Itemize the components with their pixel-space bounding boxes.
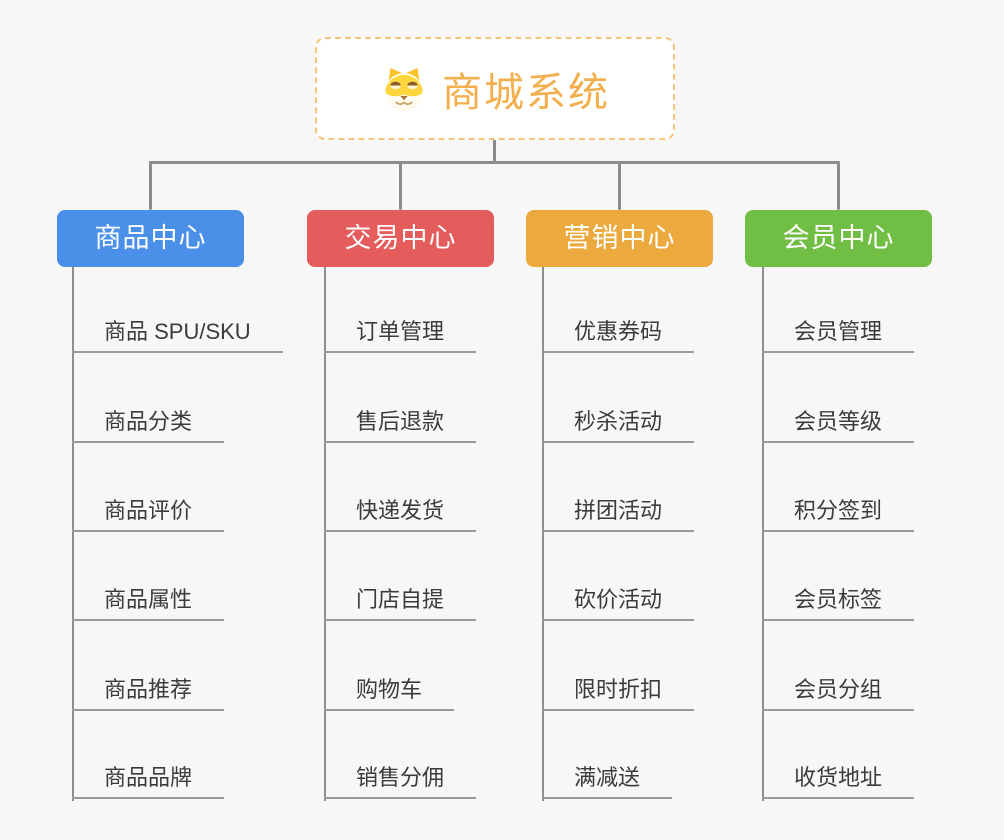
root-node[interactable]: 商城系统: [315, 37, 675, 140]
leaf-node-group-buy[interactable]: 拼团活动: [542, 497, 695, 532]
dog-face-icon: [380, 65, 428, 113]
leaf-node-flash-sale[interactable]: 秒杀活动: [542, 408, 695, 443]
leaf-node-points-checkin[interactable]: 积分签到: [762, 497, 915, 532]
connector-line: [542, 267, 544, 801]
leaf-node-product-review[interactable]: 商品评价: [72, 497, 225, 532]
connector-line: [618, 161, 621, 210]
leaf-node-sales-commission[interactable]: 销售分佣: [324, 764, 477, 799]
root-label: 商城系统: [442, 70, 610, 115]
leaf-node-product-attribute[interactable]: 商品属性: [72, 586, 225, 621]
connector-line: [72, 267, 74, 801]
leaf-node-limited-time-discount[interactable]: 限时折扣: [542, 676, 695, 711]
connector-line: [399, 161, 402, 210]
branch-node-marketing-center[interactable]: 营销中心: [526, 210, 713, 267]
leaf-node-member-management[interactable]: 会员管理: [762, 318, 915, 353]
connector-line: [762, 267, 764, 801]
leaf-node-after-sale-refund[interactable]: 售后退款: [324, 408, 477, 443]
leaf-node-express-delivery[interactable]: 快递发货: [324, 497, 477, 532]
leaf-node-member-tag[interactable]: 会员标签: [762, 586, 915, 621]
leaf-node-product-recommend[interactable]: 商品推荐: [72, 676, 225, 711]
branch-node-member-center[interactable]: 会员中心: [745, 210, 932, 267]
leaf-node-product-spu-sku[interactable]: 商品 SPU/SKU: [72, 318, 283, 353]
leaf-node-bargain-activity[interactable]: 砍价活动: [542, 586, 695, 621]
leaf-node-product-brand[interactable]: 商品品牌: [72, 764, 225, 799]
branch-node-trade-center[interactable]: 交易中心: [307, 210, 494, 267]
connector-line: [493, 139, 496, 164]
branch-node-product-center[interactable]: 商品中心: [57, 210, 244, 267]
connector-line: [837, 161, 840, 210]
leaf-node-store-pickup[interactable]: 门店自提: [324, 586, 477, 621]
leaf-node-shopping-cart[interactable]: 购物车: [324, 676, 455, 711]
connector-line: [324, 267, 326, 801]
leaf-node-shipping-address[interactable]: 收货地址: [762, 764, 915, 799]
leaf-node-order-management[interactable]: 订单管理: [324, 318, 477, 353]
connector-line: [149, 161, 840, 164]
connector-line: [149, 161, 152, 210]
leaf-node-member-level[interactable]: 会员等级: [762, 408, 915, 443]
leaf-node-full-reduction[interactable]: 满减送: [542, 764, 673, 799]
leaf-node-member-group[interactable]: 会员分组: [762, 676, 915, 711]
leaf-node-product-category[interactable]: 商品分类: [72, 408, 225, 443]
leaf-node-coupon-code[interactable]: 优惠券码: [542, 318, 695, 353]
